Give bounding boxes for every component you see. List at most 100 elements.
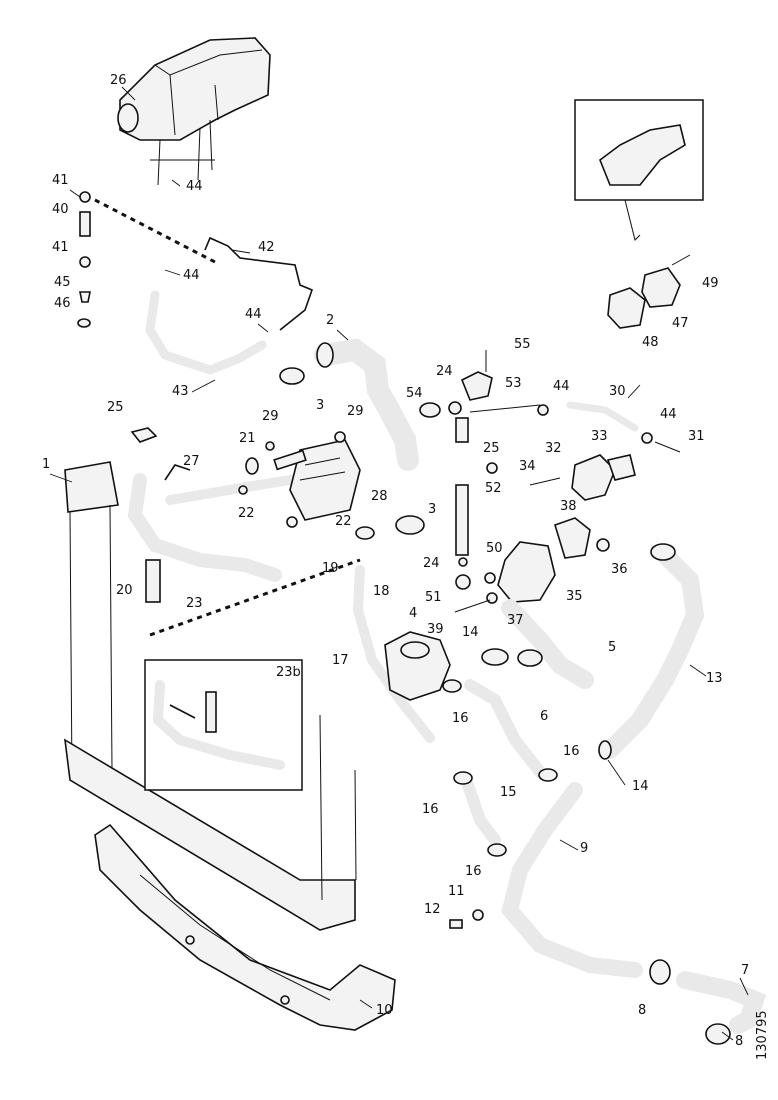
callout-41: 41 (52, 240, 69, 255)
callout-3: 3 (316, 398, 324, 413)
callout-17: 17 (332, 653, 349, 668)
callout-8: 8 (638, 1003, 646, 1018)
callout-16: 16 (452, 711, 469, 726)
washer (238, 485, 248, 495)
callout-15: 15 (500, 785, 517, 800)
callout-26: 26 (110, 73, 127, 88)
document-number: 130795 (755, 1010, 770, 1060)
o-ring (245, 457, 259, 475)
callout-1: 1 (42, 457, 50, 472)
washer (286, 516, 298, 528)
callout-55: 55 (514, 337, 531, 352)
detail-inset (574, 99, 704, 329)
hose-clamp (395, 515, 425, 535)
callout-25: 25 (483, 441, 500, 456)
callout-28: 28 (371, 489, 388, 504)
callout-46: 46 (54, 296, 71, 311)
callout-16: 16 (563, 744, 580, 759)
callout-41: 41 (52, 173, 69, 188)
callout-37: 37 (507, 613, 524, 628)
callout-44: 44 (245, 307, 262, 322)
inset-label: 23b (276, 665, 301, 680)
nut (334, 431, 346, 443)
pump-hose (352, 565, 435, 743)
callout-52: 52 (485, 481, 502, 496)
callout-47: 47 (672, 316, 689, 331)
vent-hose (145, 290, 267, 375)
hose-clamp (279, 367, 305, 385)
hose-5 (481, 599, 594, 689)
callout-14: 14 (462, 625, 479, 640)
outlet-housing (486, 454, 636, 559)
callout-34: 34 (519, 459, 536, 474)
callout-45: 45 (54, 275, 71, 290)
callout-39: 39 (427, 622, 444, 637)
callout-9: 9 (580, 841, 588, 856)
callout-16: 16 (422, 802, 439, 817)
callout-5: 5 (608, 640, 616, 655)
nut (455, 574, 471, 590)
callout-24: 24 (436, 364, 453, 379)
callout-leaders (49, 86, 749, 1041)
radiator (64, 461, 357, 931)
callout-10: 10 (376, 1003, 393, 1018)
callout-44: 44 (186, 179, 203, 194)
radiator-support (94, 823, 396, 1031)
bolt (265, 441, 275, 451)
callout-27: 27 (183, 454, 200, 469)
expansion-tank (117, 37, 271, 186)
callout-30: 30 (609, 384, 626, 399)
callout-43: 43 (172, 384, 189, 399)
callout-7: 7 (741, 963, 749, 978)
callout-18: 18 (373, 584, 390, 599)
lower-pipe-9 (501, 782, 671, 985)
hose-15 (453, 771, 507, 857)
callout-25: 25 (107, 400, 124, 415)
callout-42: 42 (258, 240, 275, 255)
dashed-link-pipes (149, 558, 361, 637)
hardware-column (77, 191, 91, 328)
pipe (455, 484, 469, 556)
water-pump (384, 631, 451, 701)
callout-31: 31 (688, 429, 705, 444)
callout-36: 36 (611, 562, 628, 577)
hose-6 (442, 679, 558, 782)
callout-49: 49 (702, 276, 719, 291)
callout-51: 51 (425, 590, 442, 605)
coolant-distribution-housing (454, 541, 556, 613)
callout-50: 50 (486, 541, 503, 556)
overflow-pipe (204, 236, 314, 331)
nut (537, 404, 549, 416)
callout-40: 40 (52, 202, 69, 217)
radiator-upper-hose (598, 543, 705, 760)
hose-7 (676, 971, 767, 1045)
inset-23b (144, 659, 303, 791)
callout-48: 48 (642, 335, 659, 350)
callout-6: 6 (540, 709, 548, 724)
callout-11: 11 (448, 884, 465, 899)
callout-3: 3 (428, 502, 436, 517)
callout-32: 32 (545, 441, 562, 456)
vent-fitting (419, 350, 493, 418)
pipe-stub (455, 417, 469, 443)
bolt (449, 919, 463, 929)
callout-53: 53 (505, 376, 522, 391)
callout-21: 21 (239, 431, 256, 446)
callout-22: 22 (238, 506, 255, 521)
callout-44: 44 (183, 268, 200, 283)
washer (458, 557, 468, 567)
nut (641, 432, 653, 444)
callout-2: 2 (326, 313, 334, 328)
dashed-link-tank (94, 198, 216, 264)
callout-20: 20 (116, 583, 133, 598)
callout-22: 22 (335, 514, 352, 529)
callout-44: 44 (660, 407, 677, 422)
callout-19: 19 (322, 561, 339, 576)
callout-29: 29 (262, 409, 279, 424)
callout-12: 12 (424, 902, 441, 917)
callout-33: 33 (591, 429, 608, 444)
callout-16: 16 (465, 864, 482, 879)
callout-29: 29 (347, 404, 364, 419)
